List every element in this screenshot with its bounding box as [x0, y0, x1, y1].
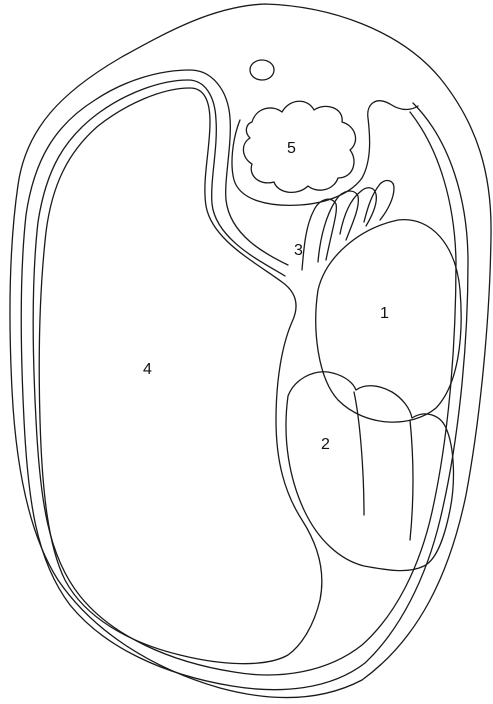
label-2: 2	[321, 436, 330, 453]
chamber-2-fold-b	[410, 420, 413, 540]
chamber-2-outline	[286, 372, 454, 571]
structure-3-lobe-d	[364, 181, 394, 222]
cavity-wall-inner	[33, 80, 456, 675]
label-5: 5	[287, 140, 296, 157]
chamber-5-outline	[243, 101, 355, 192]
structure-3-lobe-a	[302, 199, 336, 270]
label-4: 4	[143, 361, 152, 378]
small-circle-structure	[250, 60, 274, 80]
chamber-2-fold-a	[354, 392, 364, 515]
label-3: 3	[294, 242, 303, 259]
outer-boundary	[10, 4, 491, 698]
chamber-4-outline	[39, 88, 322, 664]
label-1: 1	[380, 305, 389, 322]
structure-3-lobe-c	[340, 188, 376, 234]
